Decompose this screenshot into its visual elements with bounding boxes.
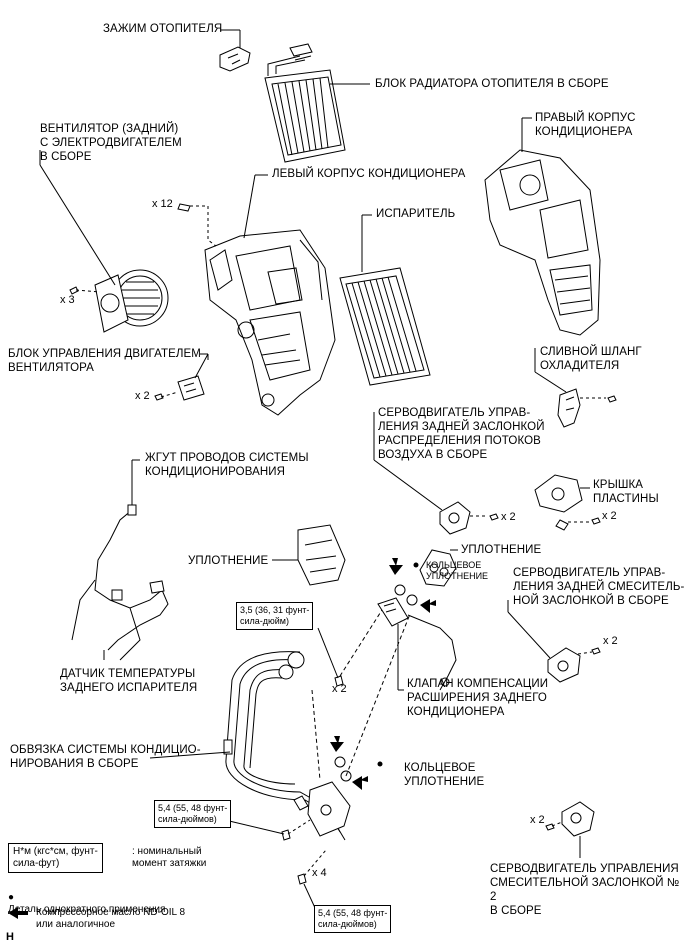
evaporator-part <box>339 267 431 386</box>
left-ac-case-part <box>204 229 336 416</box>
qty-x2-servo-mix: x 2 <box>603 635 618 647</box>
label-drain-hose: СЛИВНОЙ ШЛАНГ ОХЛАДИТЕЛЯ <box>540 346 642 372</box>
leader-piping <box>149 751 231 759</box>
blower-control-part <box>154 375 205 401</box>
label-evaporator: ИСПАРИТЕЛЬ <box>376 208 456 220</box>
wire-harness-part <box>71 460 169 661</box>
label-seal-1: УПЛОТНЕНИЕ <box>188 555 269 567</box>
label-heater-radiator: БЛОК РАДИАТОРА ОТОПИТЕЛЯ В СБОРЕ <box>375 78 609 90</box>
oil-arrow-icon <box>8 907 28 919</box>
qty-x2-servo-dist: x 2 <box>501 511 516 523</box>
qty-x4: x 4 <box>312 867 327 879</box>
label-wire-harness: ЖГУТ ПРОВОДОВ СИСТЕМЫ КОНДИЦИОНИРОВАНИЯ <box>145 452 309 478</box>
label-left-case: ЛЕВЫЙ КОРПУС КОНДИЦИОНЕРА <box>272 168 466 180</box>
label-blower-control: БЛОК УПРАВЛЕНИЯ ДВИГАТЕЛЕМ ВЕНТИЛЯТОРА <box>8 348 201 374</box>
label-fan-motor: ВЕНТИЛЯТОР (ЗАДНИЙ) С ЭЛЕКТРОДВИГАТЕЛЕМ … <box>40 123 182 163</box>
right-ac-case-part <box>484 149 601 336</box>
plate-cover-part <box>534 474 601 531</box>
servo-mix-rear-part <box>547 647 601 683</box>
oil-arrows <box>330 558 436 790</box>
o-rings-upper <box>394 584 418 606</box>
label-o-ring-1: КОЛЬЦЕВОЕ УПЛОТНЕНИЕ <box>426 560 489 581</box>
o-rings-lower <box>334 756 352 782</box>
fan-motor-part <box>69 269 169 333</box>
single-use-dot-icon: ● <box>8 892 15 903</box>
heater-clamp-part <box>219 46 251 72</box>
label-servo-distribution: СЕРВОДВИГАТЕЛЬ УПРАВ- ЛЕНИЯ ЗАДНЕЙ ЗАСЛО… <box>378 407 545 461</box>
legend-single-use-text: Деталь однократного применения <box>8 904 166 915</box>
drain-hose-part <box>557 388 617 428</box>
servo-distribution-part <box>439 501 499 535</box>
torque-box-3: 5,4 (55, 48 фунт- сила-дюймов) <box>314 905 392 933</box>
qty-x2-servo2: x 2 <box>530 814 545 826</box>
label-right-case: ПРАВЫЙ КОРПУС КОНДИЦИОНЕРА <box>535 112 636 138</box>
legend-oil: Компрессорное масло ND-OIL 8 или аналоги… <box>8 907 185 931</box>
qty-x12: x 12 <box>152 198 173 210</box>
label-piping: ОБВЯЗКА СИСТЕМЫ КОНДИЦИО- НИРОВАНИЯ В СБ… <box>10 744 201 770</box>
label-heater-clamp: ЗАЖИМ ОТОПИТЕЛЯ <box>103 23 223 35</box>
torque-box-2: 5,4 (55, 48 фунт- сила-дюймов) <box>154 800 232 828</box>
label-temp-sensor: ДАТЧИК ТЕМПЕРАТУРЫ ЗАДНЕГО ИСПАРИТЕЛЯ <box>60 668 198 694</box>
piping-part <box>223 651 351 841</box>
heater-radiator-part <box>264 43 346 163</box>
label-plate-cover: КРЫШКА ПЛАСТИНЫ <box>593 479 659 505</box>
label-seal-2: УПЛОТНЕНИЕ <box>461 544 542 556</box>
label-expansion-valve: КЛАПАН КОМПЕНСАЦИИ РАСШИРЕНИЯ ЗАДНЕГО КО… <box>407 678 549 718</box>
legend-single-use: ● Деталь однократного применения <box>8 880 165 916</box>
label-o-ring-2: КОЛЬЦЕВОЕ УПЛОТНЕНИЕ <box>404 762 485 788</box>
seal-2-part <box>419 549 457 587</box>
corner-mark: H <box>6 931 14 943</box>
legend-torque-desc: : номинальный момент затяжки <box>132 846 207 869</box>
qty-x3: x 3 <box>60 294 75 306</box>
torque-box-1: 3,5 (36, 31 фунт- сила-дюйм) <box>236 602 314 630</box>
legend-oil-text: Компрессорное масло ND-OIL 8 или аналоги… <box>36 907 186 930</box>
qty-x2-cover: x 2 <box>602 510 617 522</box>
label-servo-mix-2: СЕРВОДВИГАТЕЛЬ УПРАВЛЕНИЯ СМЕСИТЕЛЬНОЙ З… <box>490 863 680 917</box>
legend-torque-box: Н*м (кгс*см, фунт- сила-фут) <box>8 843 103 873</box>
servo-mix-2-part <box>545 801 595 837</box>
qty-x2-blower: x 2 <box>135 390 150 402</box>
qty-x2-bolt: x 2 <box>332 683 347 695</box>
label-servo-mix-rear: СЕРВОДВИГАТЕЛЬ УПРАВ- ЛЕНИЯ ЗАДНЕЙ СМЕСИ… <box>513 567 685 607</box>
seal-1-part <box>297 524 346 586</box>
